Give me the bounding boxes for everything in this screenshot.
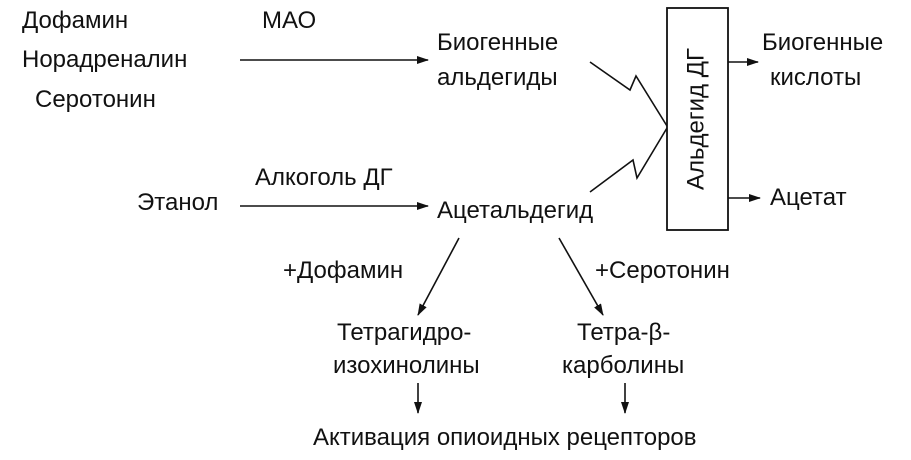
label-alcohol-dh: Алкоголь ДГ — [255, 164, 393, 191]
label-noradrenaline: Норадреналин — [22, 46, 187, 73]
label-opioid-activation: Активация опиоидных рецепторов — [313, 424, 697, 451]
label-mao: МАО — [262, 7, 316, 34]
aldehyde-dh-box — [666, 7, 729, 231]
label-aldehyde-dh: Альдегид ДГ — [682, 48, 709, 190]
zigzag-acetaldehyde — [589, 127, 668, 193]
label-biogenic-aldehydes-2: альдегиды — [437, 64, 558, 91]
label-serotonin: Серотонин — [35, 86, 156, 113]
label-biogenic-acids-2: кислоты — [770, 64, 861, 91]
label-thbc-2: карболины — [562, 352, 684, 379]
label-biogenic-aldehydes-1: Биогенные — [437, 29, 558, 56]
label-plus-serotonin: +Серотонин — [595, 257, 730, 284]
label-dopamine: Дофамин — [22, 7, 128, 34]
zigzag-biogenic-aldehydes — [589, 61, 668, 127]
arrow-to-thiq — [417, 237, 460, 316]
label-plus-dopamine: +Дофамин — [283, 257, 403, 284]
label-thbc-1: Тетра-β- — [577, 319, 670, 346]
label-acetate: Ацетат — [770, 184, 847, 211]
label-thiq-2: изохинолины — [333, 352, 480, 379]
arrow-to-thbc — [558, 237, 604, 316]
label-biogenic-acids-1: Биогенные — [762, 29, 883, 56]
label-ethanol: Этанол — [137, 189, 218, 216]
label-thiq-1: Тетрагидро- — [337, 319, 471, 346]
label-acetaldehyde: Ацетальдегид — [437, 197, 593, 224]
